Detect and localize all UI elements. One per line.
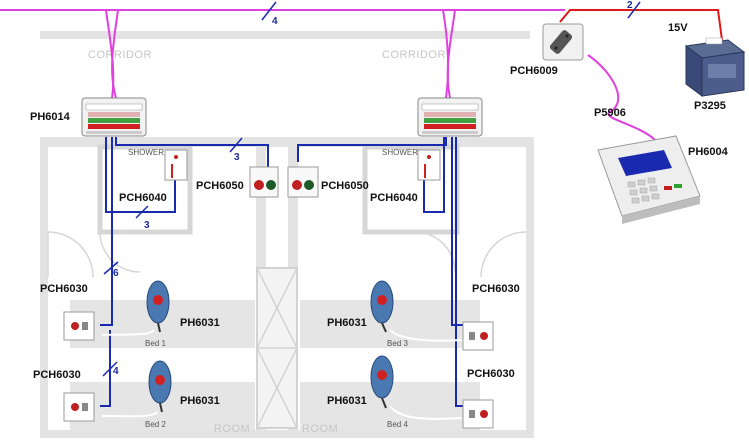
corridor-wall-top <box>40 31 530 39</box>
supply-wire <box>559 9 723 41</box>
p3295-power-supply[interactable] <box>684 37 746 97</box>
label-ph6031-right-bottom: PH6031 <box>327 395 367 407</box>
bed2-label: Bed 2 <box>145 420 166 429</box>
pch6050-corridor-unit-right[interactable] <box>287 166 319 198</box>
room-label-left: ROOM <box>214 423 250 435</box>
tick-bed2-left <box>102 361 118 377</box>
left-corridor-wire <box>115 137 269 168</box>
partition-hatch <box>256 267 298 429</box>
room-label-right: ROOM <box>302 423 338 435</box>
ph6004-keypad <box>627 177 660 204</box>
pch6040-shower-unit-right[interactable] <box>417 149 441 181</box>
room-wall-right <box>526 137 534 437</box>
ph6031-handset-bed1[interactable] <box>146 280 170 333</box>
right-shower-wire <box>423 137 445 213</box>
tick-corridor <box>229 137 243 153</box>
left-bed1-wire <box>100 137 113 326</box>
shower-label-right: SHOWER <box>382 148 418 157</box>
label-pch6030-right-bottom: PCH6030 <box>467 368 515 380</box>
tick-vertical-left <box>103 261 119 275</box>
bed2-left-count: 4 <box>113 366 119 377</box>
label-pch6050-right: PCH6050 <box>321 180 369 192</box>
left-shower-wire <box>105 137 176 213</box>
bed2-handset-cable <box>101 411 159 418</box>
vertical-left-count: 6 <box>113 268 119 279</box>
right-bed3-wire <box>451 137 465 326</box>
room-wall-bottom <box>40 430 534 438</box>
ph6004-master-station[interactable] <box>597 135 701 224</box>
corridor-wall-bottom <box>40 137 534 147</box>
supply-wire-count: 2 <box>627 0 633 11</box>
bed1-handset-cable <box>101 329 155 336</box>
label-ph6014: PH6014 <box>30 111 71 123</box>
ph6004-display <box>618 150 672 176</box>
ph6014-controller-right[interactable] <box>417 97 483 137</box>
label-pch6030-left-bottom: PCH6030 <box>33 369 81 381</box>
bus-tick <box>261 1 277 21</box>
tick-shower-left <box>135 205 149 219</box>
ph6031-handset-bed2[interactable] <box>148 360 172 413</box>
bed1-label: Bed 1 <box>145 339 166 348</box>
corridor-label-right: CORRIDOR <box>382 49 446 61</box>
bus-wire-count: 4 <box>272 16 278 27</box>
right-bed4-wire <box>455 137 465 407</box>
label-p3295: P3295 <box>694 100 726 112</box>
label-p5906: P5906 <box>594 107 626 119</box>
device-labels: PH6014 PCH6009 P3295 P5906 PH6004 PCH604… <box>30 65 729 407</box>
bus-wiring: 4 <box>0 1 656 141</box>
ph6014-controller-left[interactable] <box>81 97 147 137</box>
ph6031-handset-bed4[interactable] <box>370 355 394 409</box>
label-pch6030-left-top: PCH6030 <box>40 283 88 295</box>
ph6031-handset-bed3[interactable] <box>370 280 394 333</box>
corridor-label-left: CORRIDOR <box>88 49 152 61</box>
supply-tick <box>627 1 641 19</box>
label-pch6030-right-top: PCH6030 <box>472 283 520 295</box>
door-arc-right <box>480 231 527 278</box>
bed4-handset-cable <box>389 405 463 420</box>
pch6030-bed-unit-left-bottom[interactable] <box>63 392 95 422</box>
bed4-label: Bed 4 <box>387 420 408 429</box>
label-ph6031-left-bottom: PH6031 <box>180 395 220 407</box>
bed-labels: Bed 1 Bed 2 Bed 3 Bed 4 <box>145 339 408 429</box>
shower-label-left: SHOWER <box>128 148 164 157</box>
shower-left-count: 3 <box>144 220 150 231</box>
pch6050-corridor-unit-left[interactable] <box>249 166 279 198</box>
bus-drop-left-b <box>111 9 119 99</box>
bed3-handset-cable <box>389 329 463 342</box>
bus-drop-right-b <box>446 9 456 99</box>
pch6040-shower-unit-left[interactable] <box>164 149 188 181</box>
pch6009-connector[interactable] <box>542 23 584 61</box>
right-corridor-wire <box>297 137 447 162</box>
pch6030-bed-unit-right-top[interactable] <box>462 321 494 351</box>
room-wiring: 3 3 6 4 <box>100 137 465 420</box>
label-pch6009: PCH6009 <box>510 65 558 77</box>
corridor-count: 3 <box>234 152 240 163</box>
supply-wiring: 2 15V <box>559 0 723 41</box>
pch6030-bed-unit-left-top[interactable] <box>63 311 95 341</box>
room-wall-left <box>40 137 48 437</box>
door-arc-left <box>47 231 94 278</box>
label-ph6004: PH6004 <box>688 146 729 158</box>
label-pch6040-left: PCH6040 <box>119 192 167 204</box>
label-ph6031-left-top: PH6031 <box>180 317 220 329</box>
label-ph6031-right-top: PH6031 <box>327 317 367 329</box>
left-bed2-wire <box>100 330 111 407</box>
label-pch6050-left: PCH6050 <box>196 180 244 192</box>
bed3-label: Bed 3 <box>387 339 408 348</box>
p5906-cable <box>587 54 656 141</box>
pch6030-bed-unit-right-bottom[interactable] <box>462 399 494 429</box>
label-pch6040-right: PCH6040 <box>370 192 418 204</box>
voltage-label: 15V <box>668 22 688 34</box>
